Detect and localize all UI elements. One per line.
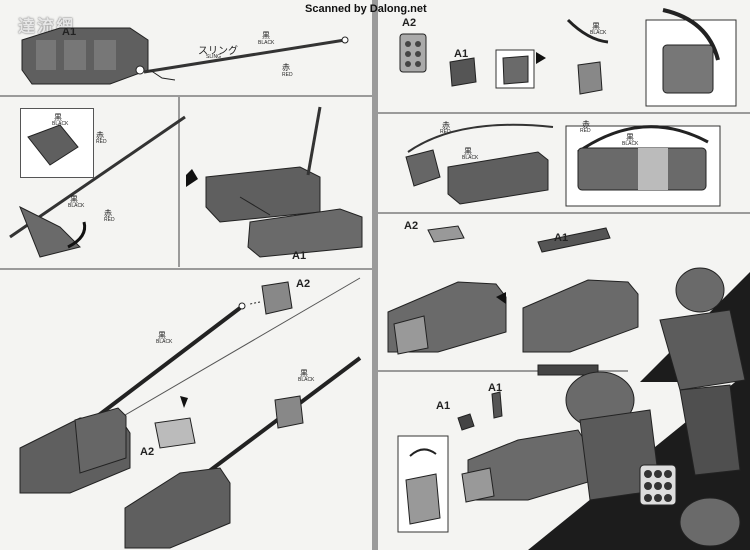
black-label-jp-3: 黒: [70, 195, 78, 204]
divider-left-vertical: [178, 97, 180, 267]
black-label-jp-8: 黒: [626, 133, 634, 142]
black-label-en-2: BLACK: [52, 121, 69, 127]
red-label-jp-5: 赤: [582, 120, 590, 129]
red-label-jp-1: 赤: [282, 63, 290, 72]
step2-left-illustration: [9, 115, 186, 258]
red-label-en-1: RED: [282, 72, 293, 78]
sling-label-jp: スリング: [198, 46, 238, 57]
divider-right-3: [378, 370, 628, 372]
divider-right-1: [378, 112, 750, 114]
part-a14: A1: [292, 250, 307, 262]
black-label-jp-5: 黒: [300, 369, 308, 378]
black-label-en-6: BLACK: [590, 30, 607, 36]
step1-illustration: [21, 27, 349, 85]
black-label-en-4: BLACK: [156, 339, 173, 345]
black-label-en-7: BLACK: [462, 155, 479, 161]
part-a18: A2: [404, 220, 419, 232]
divider-left-1: [0, 95, 372, 97]
part-a12: A1: [62, 26, 77, 38]
black-label-en-5: BLACK: [298, 377, 315, 383]
red-label-en-4: RED: [440, 129, 451, 135]
black-label-jp-1: 黒: [262, 31, 270, 40]
black-label-jp-6: 黒: [592, 22, 600, 31]
part-a16: A1: [488, 382, 503, 394]
black-label-en-8: BLACK: [622, 141, 639, 147]
part-a15: A1: [436, 400, 451, 412]
divider-right-2: [378, 212, 750, 214]
step2-right-illustration: [186, 106, 363, 258]
part-a17: A2: [140, 446, 155, 458]
robot-figure-illustration: [537, 267, 746, 547]
red-label-jp-2: 赤: [96, 131, 104, 140]
red-label-en-3: RED: [104, 217, 115, 223]
sling-label-en: SLING: [206, 54, 222, 60]
red-label-jp-3: 赤: [104, 209, 112, 218]
red-label-en-5: RED: [580, 128, 591, 134]
black-label-jp-7: 黒: [464, 147, 472, 156]
step5-illustration: [405, 123, 721, 207]
red-label-en-2: RED: [96, 139, 107, 145]
step4-illustration: [399, 8, 737, 107]
red-label-jp-4: 赤: [442, 121, 450, 130]
part-a10: A1: [454, 48, 469, 60]
part-a21: A2: [402, 17, 417, 29]
black-label-jp-4: 黒: [158, 331, 166, 340]
part-a19: A1: [554, 232, 569, 244]
step3-illustration: [19, 277, 362, 549]
divider-left-2: [0, 268, 372, 270]
scan-credit: Scanned by Dalong.net: [305, 3, 427, 15]
part-a22: A2: [296, 278, 311, 290]
black-label-en-1: BLACK: [258, 40, 275, 46]
black-label-jp-2: 黒: [54, 113, 62, 122]
page-gutter: [372, 0, 378, 550]
black-label-en-3: BLACK: [68, 203, 85, 209]
